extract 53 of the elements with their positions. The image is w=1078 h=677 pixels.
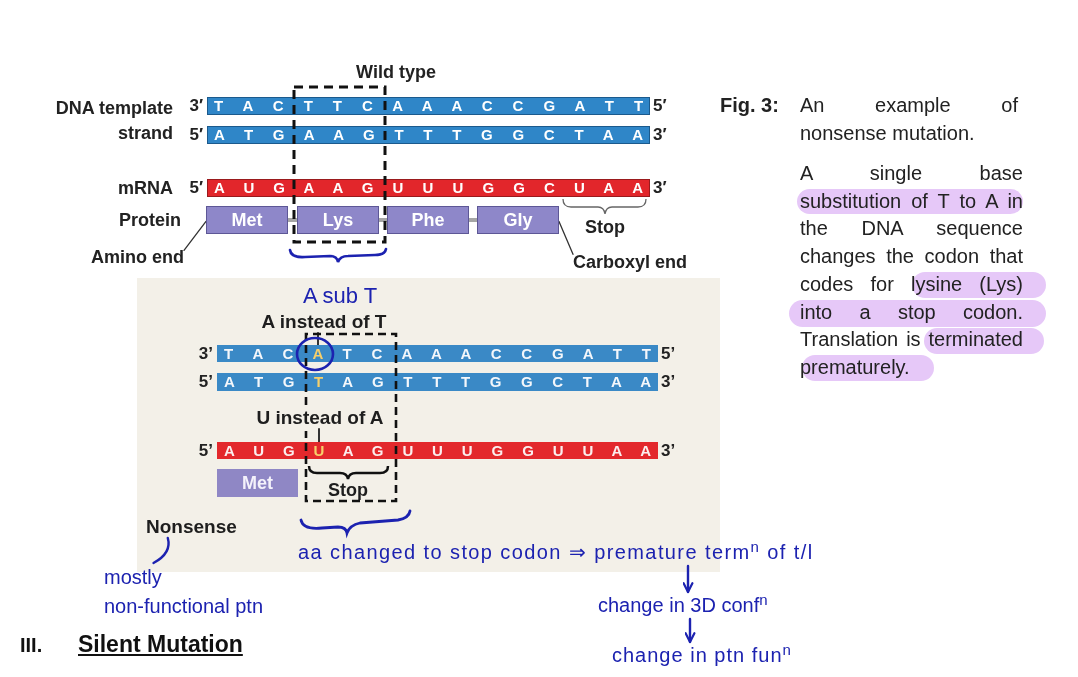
leader-line — [318, 428, 320, 443]
stop-label: Stop — [328, 480, 368, 501]
handwritten-note: change in 3D conf$^{n}$ — [598, 592, 768, 619]
section-heading: Silent Mutation — [78, 631, 243, 658]
peptide-link — [467, 218, 479, 222]
stop-label: Stop — [585, 216, 625, 238]
strand-end-label: 5′ — [189, 179, 203, 197]
end-label: Carboxyl end — [573, 251, 688, 273]
mrna-strand-bar: A U G A A G U U U G G C U A A — [207, 179, 650, 197]
strand-end-label: 3’ — [661, 442, 676, 459]
handwritten-note: mostly non-functional ptn — [104, 563, 269, 621]
handwritten-arrow — [682, 564, 694, 594]
dna-strand-bar: A T G A A G T T T G G C T A A — [207, 126, 650, 144]
handwritten-note: A sub T — [302, 283, 378, 309]
mutation-type-label: Nonsense — [146, 515, 237, 538]
row-label: Protein — [119, 209, 181, 231]
strand-end-label: 3’ — [661, 373, 676, 391]
figure-caption: Fig. 3: An example of nonsense mutation. — [720, 93, 1018, 146]
handwritten-note: change in ptn fun$^{n}$ — [612, 642, 792, 669]
mrna-strand-bar: A U G U A G U U U G G U U A A — [217, 442, 658, 459]
amino-acid-box: Gly — [477, 206, 559, 234]
leader-line — [183, 220, 207, 252]
strand-end-label: 3′ — [653, 126, 667, 144]
body-text: A single base substitution of T to A in the DNA sequence changes the codon that codes for lysine (Lys) into a stop codon. Translation is terminated prematurely. — [789, 160, 1046, 382]
amino-acid-box: Met — [206, 206, 288, 234]
handwritten-line — [152, 536, 170, 565]
handwritten-note: aa changed to stop codon ⇒ premature term$^{n}$ of t/l — [298, 539, 814, 566]
strand-end-label: 3′ — [189, 97, 203, 115]
amino-acid-box: Met — [217, 469, 298, 497]
strand-end-label: 3’ — [198, 345, 213, 362]
dna-strand-bar: A T G T A G T T T G G C T A A — [217, 373, 658, 391]
section-number: III. — [20, 633, 43, 657]
figure-title: Wild type — [356, 61, 436, 83]
row-label: mRNA — [118, 177, 173, 199]
strand-end-label: 3′ — [653, 179, 667, 197]
amino-acid-box: Lys — [297, 206, 379, 234]
strand-end-label: 5’ — [661, 345, 676, 362]
strand-end-label: 5′ — [189, 126, 203, 144]
leader-line — [558, 220, 574, 255]
mutation-note: A instead of T — [261, 310, 387, 333]
peptide-link — [286, 218, 299, 222]
amino-acid-box: Phe — [387, 206, 469, 234]
dna-strand-bar: T A C T T C A A A C C G A T T — [207, 97, 650, 115]
row-label: DNA template strand — [54, 97, 173, 145]
leader-line — [317, 332, 319, 346]
strand-end-label: 5′ — [653, 97, 667, 115]
mutation-note: U instead of A — [256, 406, 384, 429]
handwritten-arrow — [684, 617, 696, 644]
peptide-link — [377, 218, 389, 222]
strand-end-label: 5’ — [198, 442, 213, 459]
strand-end-label: 5’ — [198, 373, 213, 391]
end-label: Amino end — [91, 246, 184, 268]
dna-strand-bar: T A C A T C A A A C C G A T T — [217, 345, 658, 362]
